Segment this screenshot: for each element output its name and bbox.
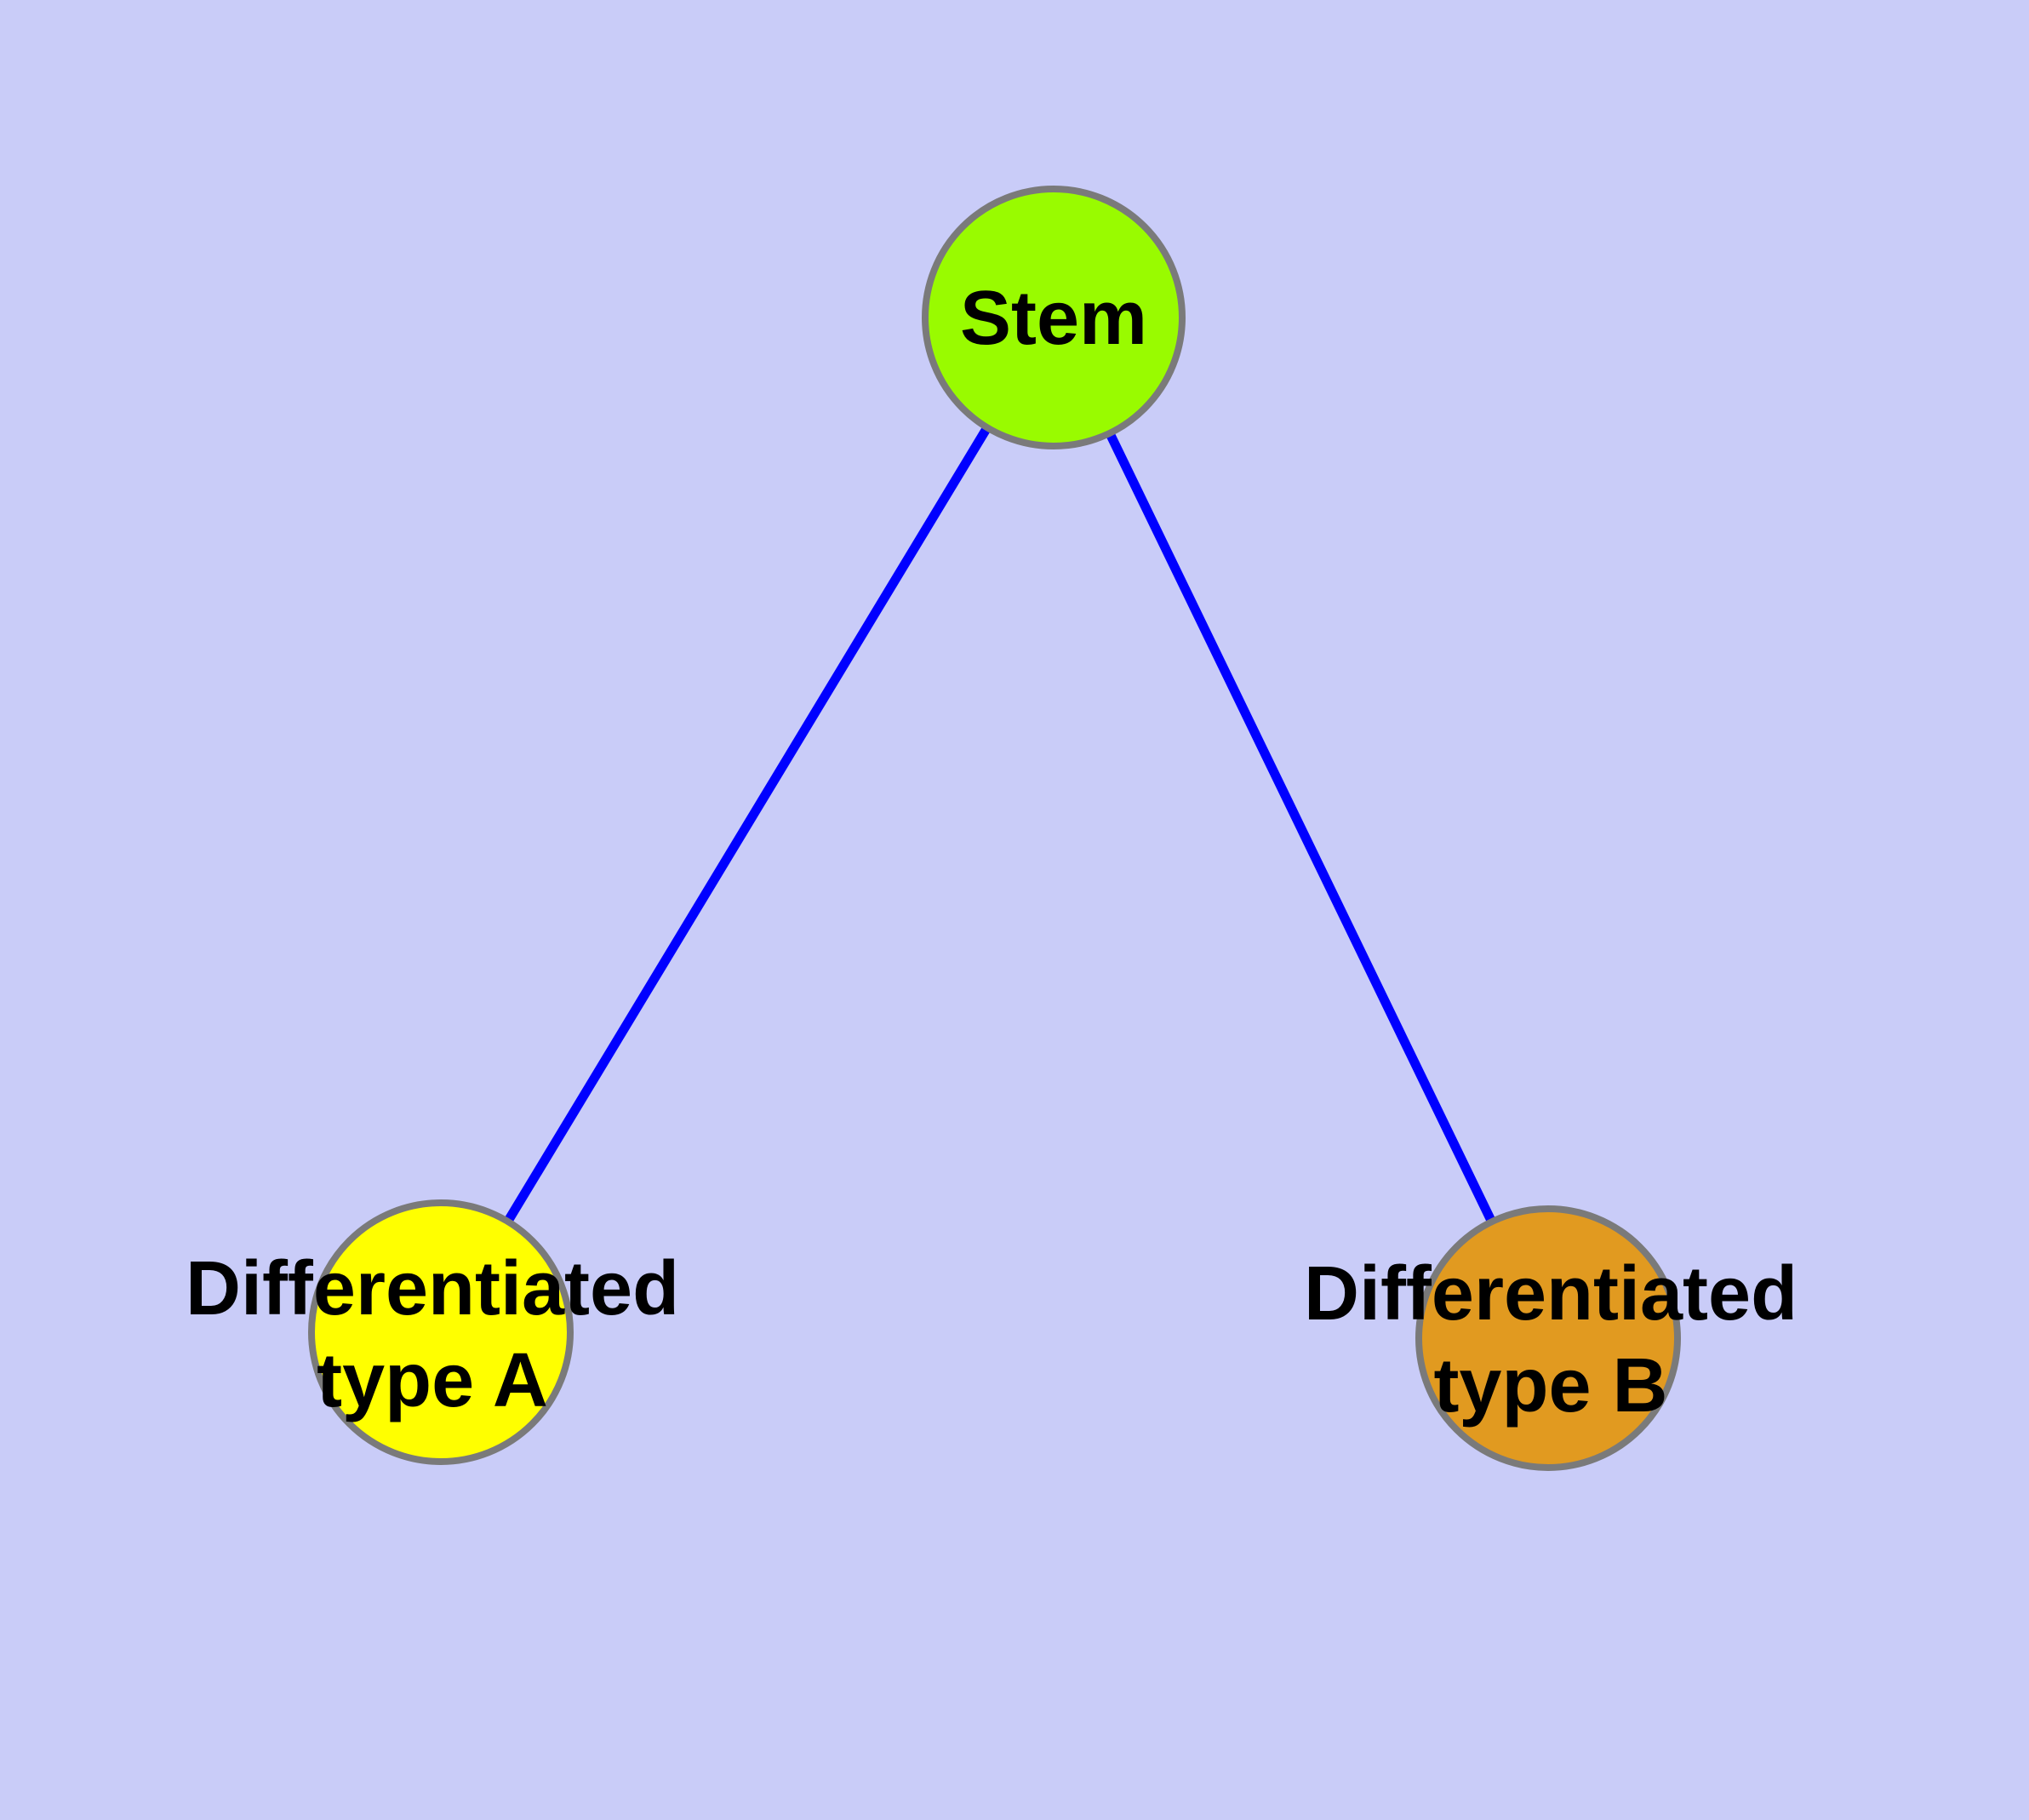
node-type-b-circle: [1415, 1205, 1681, 1471]
edge-stem-to-type-b: [1049, 315, 1552, 1341]
node-type-a-circle: [308, 1199, 574, 1465]
node-stem-circle: [922, 186, 1186, 449]
edge-stem-to-type-a: [437, 315, 1058, 1335]
